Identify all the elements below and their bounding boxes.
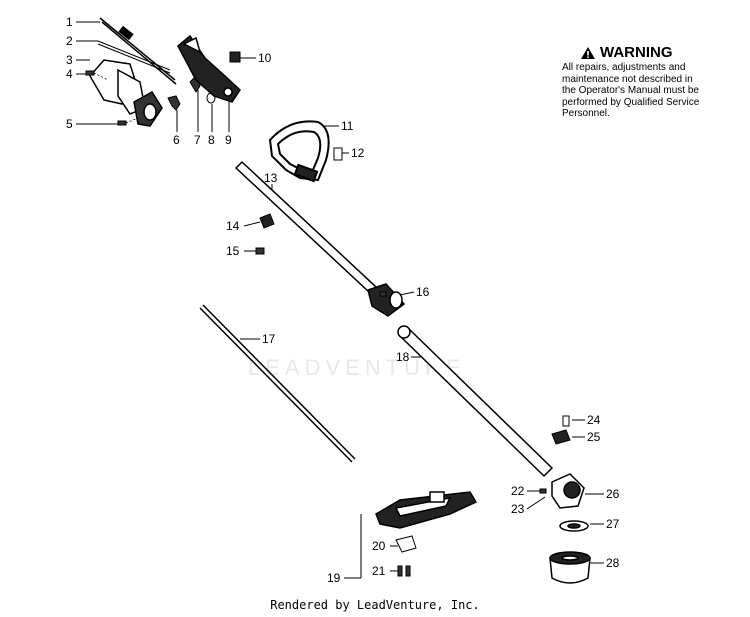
screw-15 (255, 247, 265, 255)
part-label-20: 20 (372, 539, 386, 553)
debris-shield (375, 491, 478, 529)
part-label-13: 13 (264, 171, 278, 185)
spacer-27 (559, 520, 589, 532)
bolt-24 (562, 415, 570, 427)
part-label-11: 11 (341, 119, 354, 133)
clamp-25 (551, 429, 571, 445)
stop-cable (97, 40, 171, 74)
part-label-26: 26 (606, 487, 620, 501)
warning-title: WARNING (600, 44, 673, 61)
part-label-25: 25 (587, 430, 601, 444)
part-label-6: 6 (173, 133, 180, 147)
warning-line: Personnel. (562, 108, 610, 119)
knob-14 (259, 213, 275, 229)
pin-16 (379, 291, 387, 297)
part-label-15: 15 (226, 244, 240, 258)
screw-5 (117, 120, 127, 126)
warning-line: performed by Qualified Service (562, 96, 700, 108)
part-label-5: 5 (66, 117, 73, 131)
part-label-9: 9 (225, 133, 232, 147)
screws-21 (397, 565, 411, 577)
part-label-22: 22 (511, 484, 525, 498)
part-label-3: 3 (66, 53, 73, 67)
warning-box: WARNING All repairs, adjustments and mai… (562, 44, 722, 120)
gearbox-26 (551, 473, 585, 509)
part-label-23: 23 (511, 502, 525, 516)
part-label-18: 18 (396, 350, 410, 364)
part-label-21: 21 (372, 564, 386, 578)
part-label-17: 17 (262, 332, 276, 346)
part-label-19: 19 (327, 571, 341, 585)
loop-handle (268, 120, 330, 183)
part-label-16: 16 (416, 285, 430, 299)
warning-triangle-icon (581, 46, 595, 59)
warning-line: maintenance not described in (562, 73, 693, 85)
screw-22 (539, 488, 547, 494)
trimmer-head-28 (549, 551, 591, 584)
handle-half (177, 34, 241, 103)
part-label-10: 10 (258, 51, 272, 65)
handle-housing (89, 59, 163, 127)
warning-line: All repairs, adjustments and (562, 62, 686, 73)
part-numbers: 1 2 3 4 5 6 7 8 9 10 11 12 13 14 15 16 1… (66, 15, 620, 585)
part-label-2: 2 (66, 34, 73, 48)
part-label-12: 12 (351, 146, 365, 160)
footer-credit: Rendered by LeadVenture, Inc. (270, 598, 480, 612)
part-label-7: 7 (194, 133, 201, 147)
lower-tube (397, 325, 554, 478)
part-label-28: 28 (606, 556, 620, 570)
flex-shaft (199, 304, 356, 463)
part-label-27: 27 (606, 517, 620, 531)
part-label-4: 4 (66, 67, 73, 81)
trigger-6 (167, 95, 181, 111)
bolt-12 (333, 147, 343, 161)
warning-line: the Operator's Manual must be (562, 85, 699, 96)
blade-20 (395, 535, 417, 553)
drive-shaft-tube (234, 160, 406, 317)
part-label-24: 24 (587, 413, 601, 427)
part-label-8: 8 (208, 133, 215, 147)
part-label-1: 1 (66, 15, 73, 29)
warning-text: All repairs, adjustments and maintenance… (562, 62, 722, 120)
screw-4 (85, 70, 95, 76)
part-label-14: 14 (226, 219, 240, 233)
nut-10 (229, 51, 241, 63)
warning-heading: WARNING (580, 44, 722, 61)
